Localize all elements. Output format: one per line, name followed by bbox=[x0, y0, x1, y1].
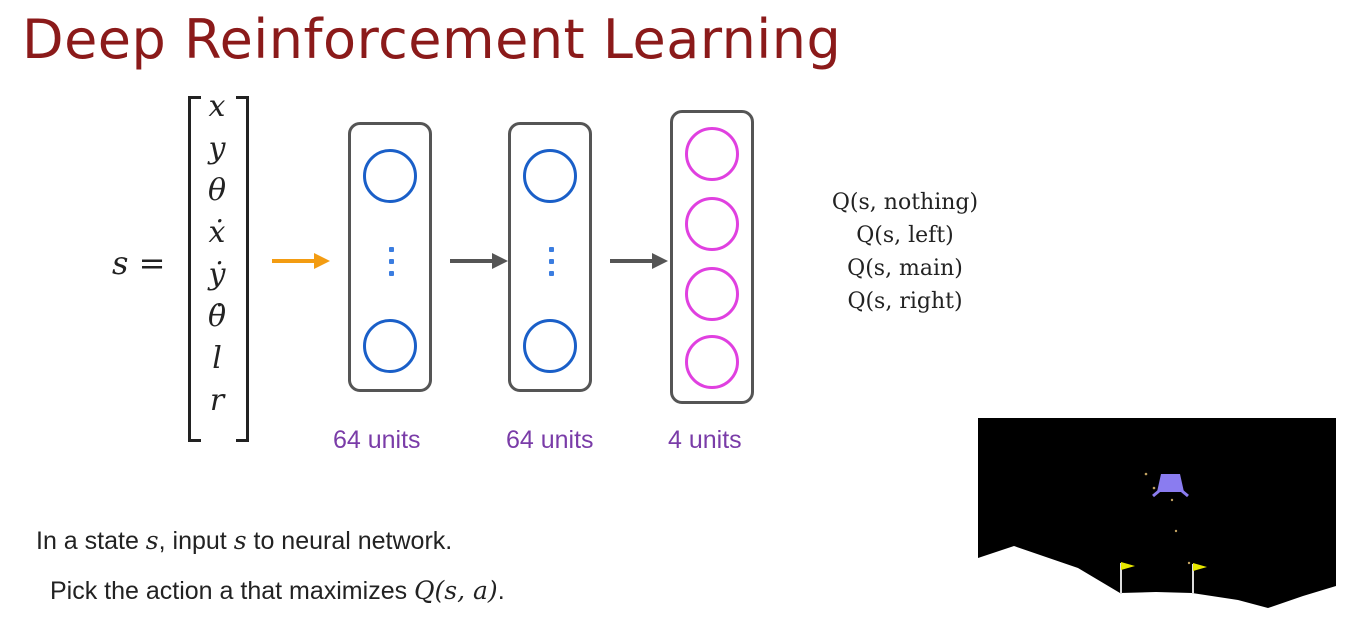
caption-text: to neural network. bbox=[246, 527, 453, 555]
state-var-y-dot: ẏ bbox=[208, 257, 226, 292]
caption-text: . bbox=[497, 577, 505, 605]
vector-bracket-right bbox=[236, 96, 249, 442]
layer-1-units: 64 units bbox=[333, 426, 421, 454]
page-title: Deep Reinforcement Learning bbox=[22, 8, 842, 71]
state-label: s = bbox=[112, 244, 165, 282]
state-var-theta-dot: θ̇ bbox=[207, 299, 227, 334]
hidden-node bbox=[363, 149, 417, 203]
q-right: Q(s, right) bbox=[847, 289, 963, 314]
hidden-layer-2 bbox=[508, 122, 592, 392]
output-layer bbox=[670, 110, 754, 404]
state-var-x: x bbox=[208, 89, 226, 124]
state-var-r: r bbox=[209, 383, 225, 418]
q-nothing: Q(s, nothing) bbox=[831, 190, 979, 215]
lunar-lander-canvas bbox=[978, 472, 1336, 626]
caption-math: s bbox=[145, 526, 159, 555]
output-node bbox=[685, 267, 739, 321]
particle bbox=[1170, 498, 1174, 502]
state-var-y: y bbox=[208, 131, 226, 166]
output-node bbox=[685, 127, 739, 181]
particle bbox=[1187, 561, 1191, 565]
output-node bbox=[685, 197, 739, 251]
state-var-l: l bbox=[212, 341, 222, 376]
ellipsis-icon bbox=[549, 247, 555, 276]
flag-icon bbox=[1120, 562, 1135, 594]
ellipsis-icon bbox=[389, 247, 395, 276]
caption-text: , input bbox=[158, 527, 234, 555]
hidden-node bbox=[363, 319, 417, 373]
q-value-list: Q(s, nothing) Q(s, left) Q(s, main) Q(s,… bbox=[800, 186, 1010, 318]
state-vector: x y θ ẋ ẏ θ̇ l r bbox=[196, 86, 238, 422]
caption-math: s bbox=[233, 526, 247, 555]
caption-text: Pick the action a that maximizes bbox=[50, 577, 415, 605]
moon-surface bbox=[978, 546, 1336, 626]
output-node bbox=[685, 335, 739, 389]
layer-arrow-icon bbox=[450, 253, 508, 269]
state-var-x-dot: ẋ bbox=[208, 215, 226, 250]
lunar-lander-icon bbox=[1152, 474, 1189, 498]
particle bbox=[1174, 529, 1178, 533]
input-arrow-icon bbox=[272, 253, 330, 269]
lunar-lander-scene bbox=[978, 418, 1336, 626]
caption-line-2: Pick the action a that maximizes Q(s, a)… bbox=[50, 576, 505, 606]
q-main: Q(s, main) bbox=[847, 256, 963, 281]
hidden-node bbox=[523, 319, 577, 373]
caption-line-1: In a state s, input s to neural network. bbox=[36, 526, 452, 556]
caption-math: Q(s, a) bbox=[414, 576, 498, 605]
hidden-layer-1 bbox=[348, 122, 432, 392]
state-var-theta: θ bbox=[207, 173, 227, 208]
q-left: Q(s, left) bbox=[856, 223, 954, 248]
particle bbox=[1144, 472, 1148, 476]
flag-icon bbox=[1192, 563, 1207, 594]
state-symbol: s bbox=[112, 244, 129, 282]
output-units: 4 units bbox=[668, 426, 742, 454]
particle bbox=[1152, 486, 1156, 490]
state-equals: = bbox=[128, 244, 166, 282]
caption-text: In a state bbox=[36, 527, 146, 555]
vector-bracket-left bbox=[188, 96, 201, 442]
layer-arrow-icon bbox=[610, 253, 668, 269]
hidden-node bbox=[523, 149, 577, 203]
layer-2-units: 64 units bbox=[506, 426, 594, 454]
